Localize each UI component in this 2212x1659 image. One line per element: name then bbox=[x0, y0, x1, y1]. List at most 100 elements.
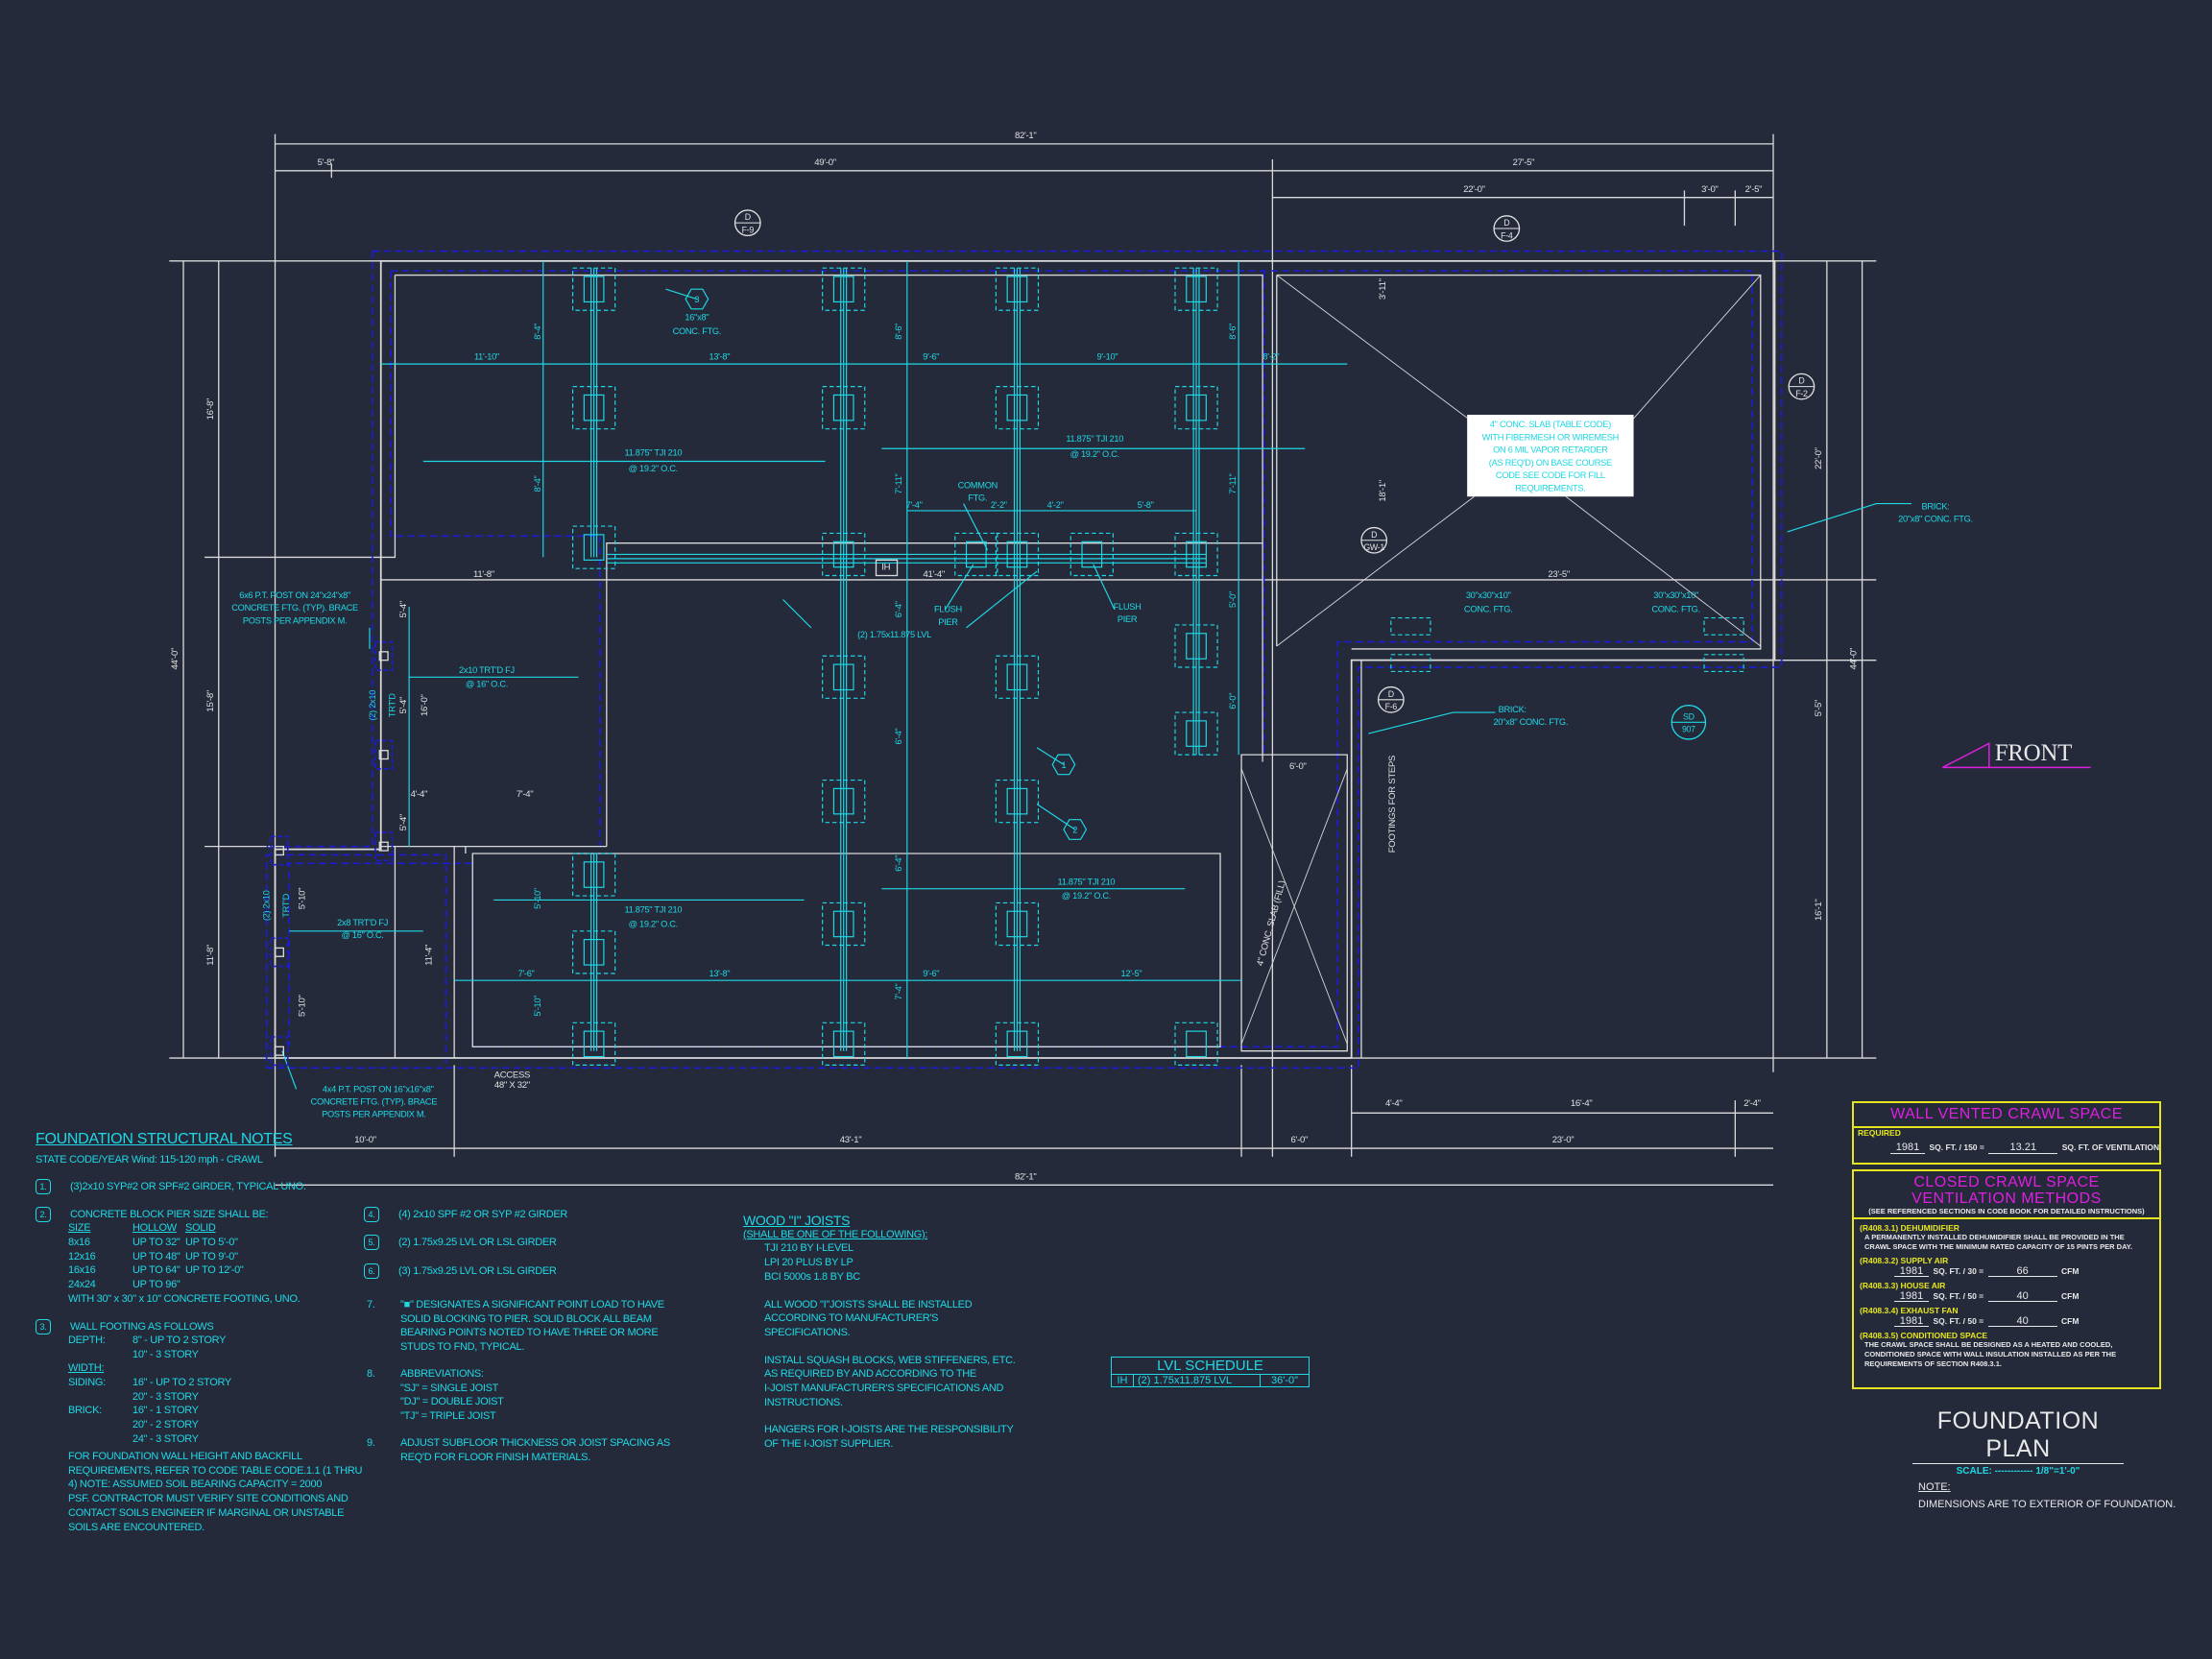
section-marker: DF-6 bbox=[1377, 685, 1405, 713]
column-footing bbox=[1390, 617, 1431, 636]
callout-label: ACCESS bbox=[494, 1070, 531, 1081]
callout-label: POSTS PER APPENDIX M. bbox=[322, 1110, 425, 1119]
dimension-label: 8'-6" bbox=[1228, 324, 1238, 340]
ih-tag-box bbox=[875, 559, 899, 577]
dimension-label: 5'-4" bbox=[398, 697, 409, 714]
post bbox=[270, 937, 289, 968]
dimension-label: 7'-4" bbox=[517, 789, 534, 800]
pier bbox=[571, 1022, 616, 1066]
dimension-label: 8'-4" bbox=[533, 476, 542, 493]
pier bbox=[571, 267, 616, 311]
marker-bottom: 907 bbox=[1682, 725, 1695, 734]
dimension-label: 11'-10" bbox=[474, 352, 499, 362]
dimension-note: NOTE: DIMENSIONS ARE TO EXTERIOR OF FOUN… bbox=[1918, 1481, 2176, 1510]
pier bbox=[1174, 624, 1218, 668]
joist-note-3: HANGERS FOR I-JOISTS ARE THE RESPONSIBIL… bbox=[764, 1424, 1014, 1451]
pier bbox=[1174, 1022, 1218, 1066]
dimension-label: 41'-4" bbox=[923, 569, 945, 580]
pier bbox=[995, 779, 1040, 824]
dimension-label: 7'-4" bbox=[894, 983, 903, 999]
dimension-label: 15'-8" bbox=[205, 690, 216, 712]
dimension-label: 82'-1" bbox=[1015, 1171, 1037, 1182]
callout-label: 11.875" TJI 210 bbox=[624, 905, 682, 915]
dimension-label: 13'-8" bbox=[709, 969, 730, 978]
callout-label: CONC. FTG. bbox=[1651, 605, 1700, 614]
note-9: 9.ADJUST SUBFLOOR THICKNESS OR JOIST SPA… bbox=[367, 1437, 670, 1463]
plan-labels: 82'-1"5'-8"49'-0"27'-5"22'-0"3'-0"2'-5"1… bbox=[170, 131, 1973, 1182]
post bbox=[270, 1036, 289, 1067]
marker-top: D bbox=[1798, 376, 1804, 386]
callout-label: CONCRETE FTG. (TYP). BRACE bbox=[311, 1097, 438, 1107]
callout-label: 11.875" TJI 210 bbox=[624, 448, 682, 458]
dimension-label: 23'-0" bbox=[1552, 1135, 1575, 1145]
dimension-label: 5'-0" bbox=[1228, 591, 1238, 608]
svg-text:FRONT: FRONT bbox=[1995, 740, 2072, 766]
joists-subheading: (SHALL BE ONE OF THE FOLLOWING): bbox=[743, 1228, 928, 1240]
callout-label: TRT'D bbox=[281, 893, 291, 917]
pier bbox=[571, 386, 616, 430]
joist-note-2: INSTALL SQUASH BLOCKS, WEB STIFFENERS, E… bbox=[764, 1354, 1016, 1408]
dimension-label: 4'-2" bbox=[1047, 500, 1064, 510]
pier bbox=[822, 902, 866, 947]
callout-label: 11.875" TJI 210 bbox=[1058, 877, 1116, 886]
callout-label: TRT'D bbox=[387, 693, 397, 717]
pier bbox=[1174, 386, 1218, 430]
slab-note: 4" CONC. SLAB (TABLE CODE) WITH FIBERMES… bbox=[1467, 415, 1634, 497]
post bbox=[374, 831, 394, 862]
callout-label: POSTS PER APPENDIX M. bbox=[243, 615, 347, 625]
callout-label: @ 19.2" O.C. bbox=[1070, 449, 1119, 459]
dimension-label: 6'-4" bbox=[894, 729, 903, 745]
dimension-label: 6'-0" bbox=[1291, 1135, 1309, 1145]
piers bbox=[270, 267, 1744, 1067]
wall-vented-title: WALL VENTED CRAWL SPACE bbox=[1854, 1103, 2159, 1128]
dimension-label: 13'-8" bbox=[709, 352, 730, 362]
marker-top: D bbox=[745, 212, 751, 222]
ventilation-calc: 1981 SQ. FT. / 150 = 13.21 SQ. FT. OF VE… bbox=[1854, 1138, 2159, 1155]
dimension-label: 6'-0" bbox=[1289, 761, 1307, 772]
note-6: 6.(3) 1.75x9.25 LVL OR LSL GIRDER bbox=[364, 1263, 557, 1279]
callout-label: CONC. FTG. bbox=[673, 326, 722, 336]
callout-label: CONCRETE FTG. (TYP). BRACE bbox=[231, 603, 358, 613]
dimension-label: 5'-8" bbox=[318, 157, 335, 168]
dimension-label: 5'-10" bbox=[297, 888, 307, 910]
framing-dimension-lines bbox=[281, 260, 1912, 1090]
drawing-title-block: FOUNDATION PLAN SCALE: ------------ 1/8"… bbox=[1912, 1407, 2124, 1477]
girders bbox=[590, 268, 1207, 1051]
dimension-label: 27'-5" bbox=[1513, 157, 1535, 168]
svg-text:3: 3 bbox=[694, 295, 699, 304]
marker-bottom: F-6 bbox=[1385, 702, 1398, 711]
pier bbox=[822, 267, 866, 311]
dimension-label: 3'-0" bbox=[1701, 184, 1719, 195]
svg-text:REQUIREMENTS.: REQUIREMENTS. bbox=[1515, 483, 1585, 493]
callout-label: 2x10 TRT'D FJ bbox=[459, 665, 515, 675]
footing-outline bbox=[265, 250, 1783, 1070]
dimension-label: 43'-1" bbox=[840, 1135, 862, 1145]
note-heading: NOTE: bbox=[1918, 1481, 1951, 1493]
dimension-label: 2'-4" bbox=[1743, 1098, 1761, 1109]
dimension-label: 6'-0" bbox=[1228, 693, 1238, 709]
callout-label: (2) 2x10 bbox=[368, 690, 377, 721]
dimension-label: 9'-6" bbox=[923, 352, 939, 362]
dimension-label: 8'-2" bbox=[1262, 352, 1279, 362]
callout-label: BRICK: bbox=[1499, 705, 1527, 714]
svg-text:(AS REQ'D) ON BASE COURSE: (AS REQ'D) ON BASE COURSE bbox=[1489, 458, 1612, 468]
dimension-label: 7'-4" bbox=[906, 500, 923, 510]
dimension-lines bbox=[169, 133, 1877, 1186]
dimension-label: 5'-5" bbox=[1814, 700, 1824, 717]
dimension-label: 11'-4" bbox=[424, 945, 435, 966]
svg-text:2: 2 bbox=[1072, 826, 1077, 835]
svg-text:CODE SEE CODE FOR FILL: CODE SEE CODE FOR FILL bbox=[1496, 470, 1605, 480]
dimension-label: 7'-6" bbox=[518, 969, 535, 978]
marker-bottom: F-9 bbox=[742, 225, 755, 234]
drawing-title: FOUNDATION PLAN bbox=[1912, 1407, 2124, 1464]
pier bbox=[1174, 711, 1218, 756]
dimension-label: 10'-0" bbox=[354, 1135, 376, 1145]
required-label: REQUIRED bbox=[1858, 1128, 1901, 1138]
callout-label: BRICK: bbox=[1921, 501, 1949, 511]
